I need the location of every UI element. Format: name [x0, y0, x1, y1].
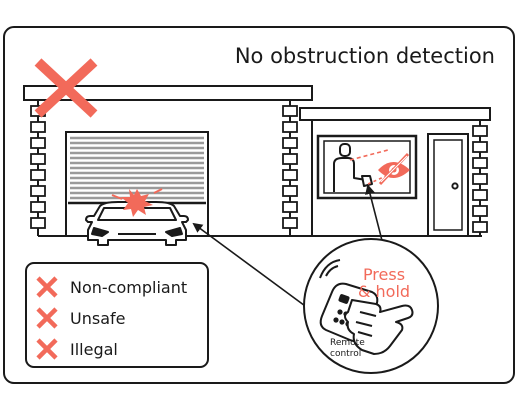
legend-label: Illegal — [70, 340, 118, 359]
legend-label: Unsafe — [70, 309, 125, 328]
legend-box — [25, 262, 209, 368]
legend-item: Non-compliant — [36, 276, 187, 298]
house-right-bricks — [472, 125, 488, 233]
arrow-to-garage — [192, 222, 317, 315]
roller-door — [70, 136, 204, 200]
no-visibility-eye-icon — [378, 152, 410, 186]
diagram-title: No obstruction detection — [235, 44, 495, 68]
press-hold-label-line2: & hold — [358, 282, 410, 301]
person-icon — [333, 143, 373, 192]
x-mark-icon — [36, 276, 58, 298]
collision-burst-icon — [111, 188, 163, 217]
legend-item: Illegal — [36, 338, 118, 360]
legend-label: Non-compliant — [70, 278, 187, 297]
hand-icon — [344, 299, 414, 355]
x-mark-icon — [36, 307, 58, 329]
legend-item: Unsafe — [36, 307, 125, 329]
remote-control-caption-line2: control — [330, 349, 361, 359]
signal-waves-icon — [319, 259, 341, 279]
house-door — [427, 133, 469, 237]
press-hold-label-line1: Press — [363, 265, 405, 284]
remote-control-caption-line1: Remote — [330, 338, 365, 348]
garage-right-bricks — [282, 105, 298, 229]
car-icon — [85, 201, 189, 246]
big-x-mark-icon — [34, 58, 98, 118]
x-mark-icon — [36, 338, 58, 360]
